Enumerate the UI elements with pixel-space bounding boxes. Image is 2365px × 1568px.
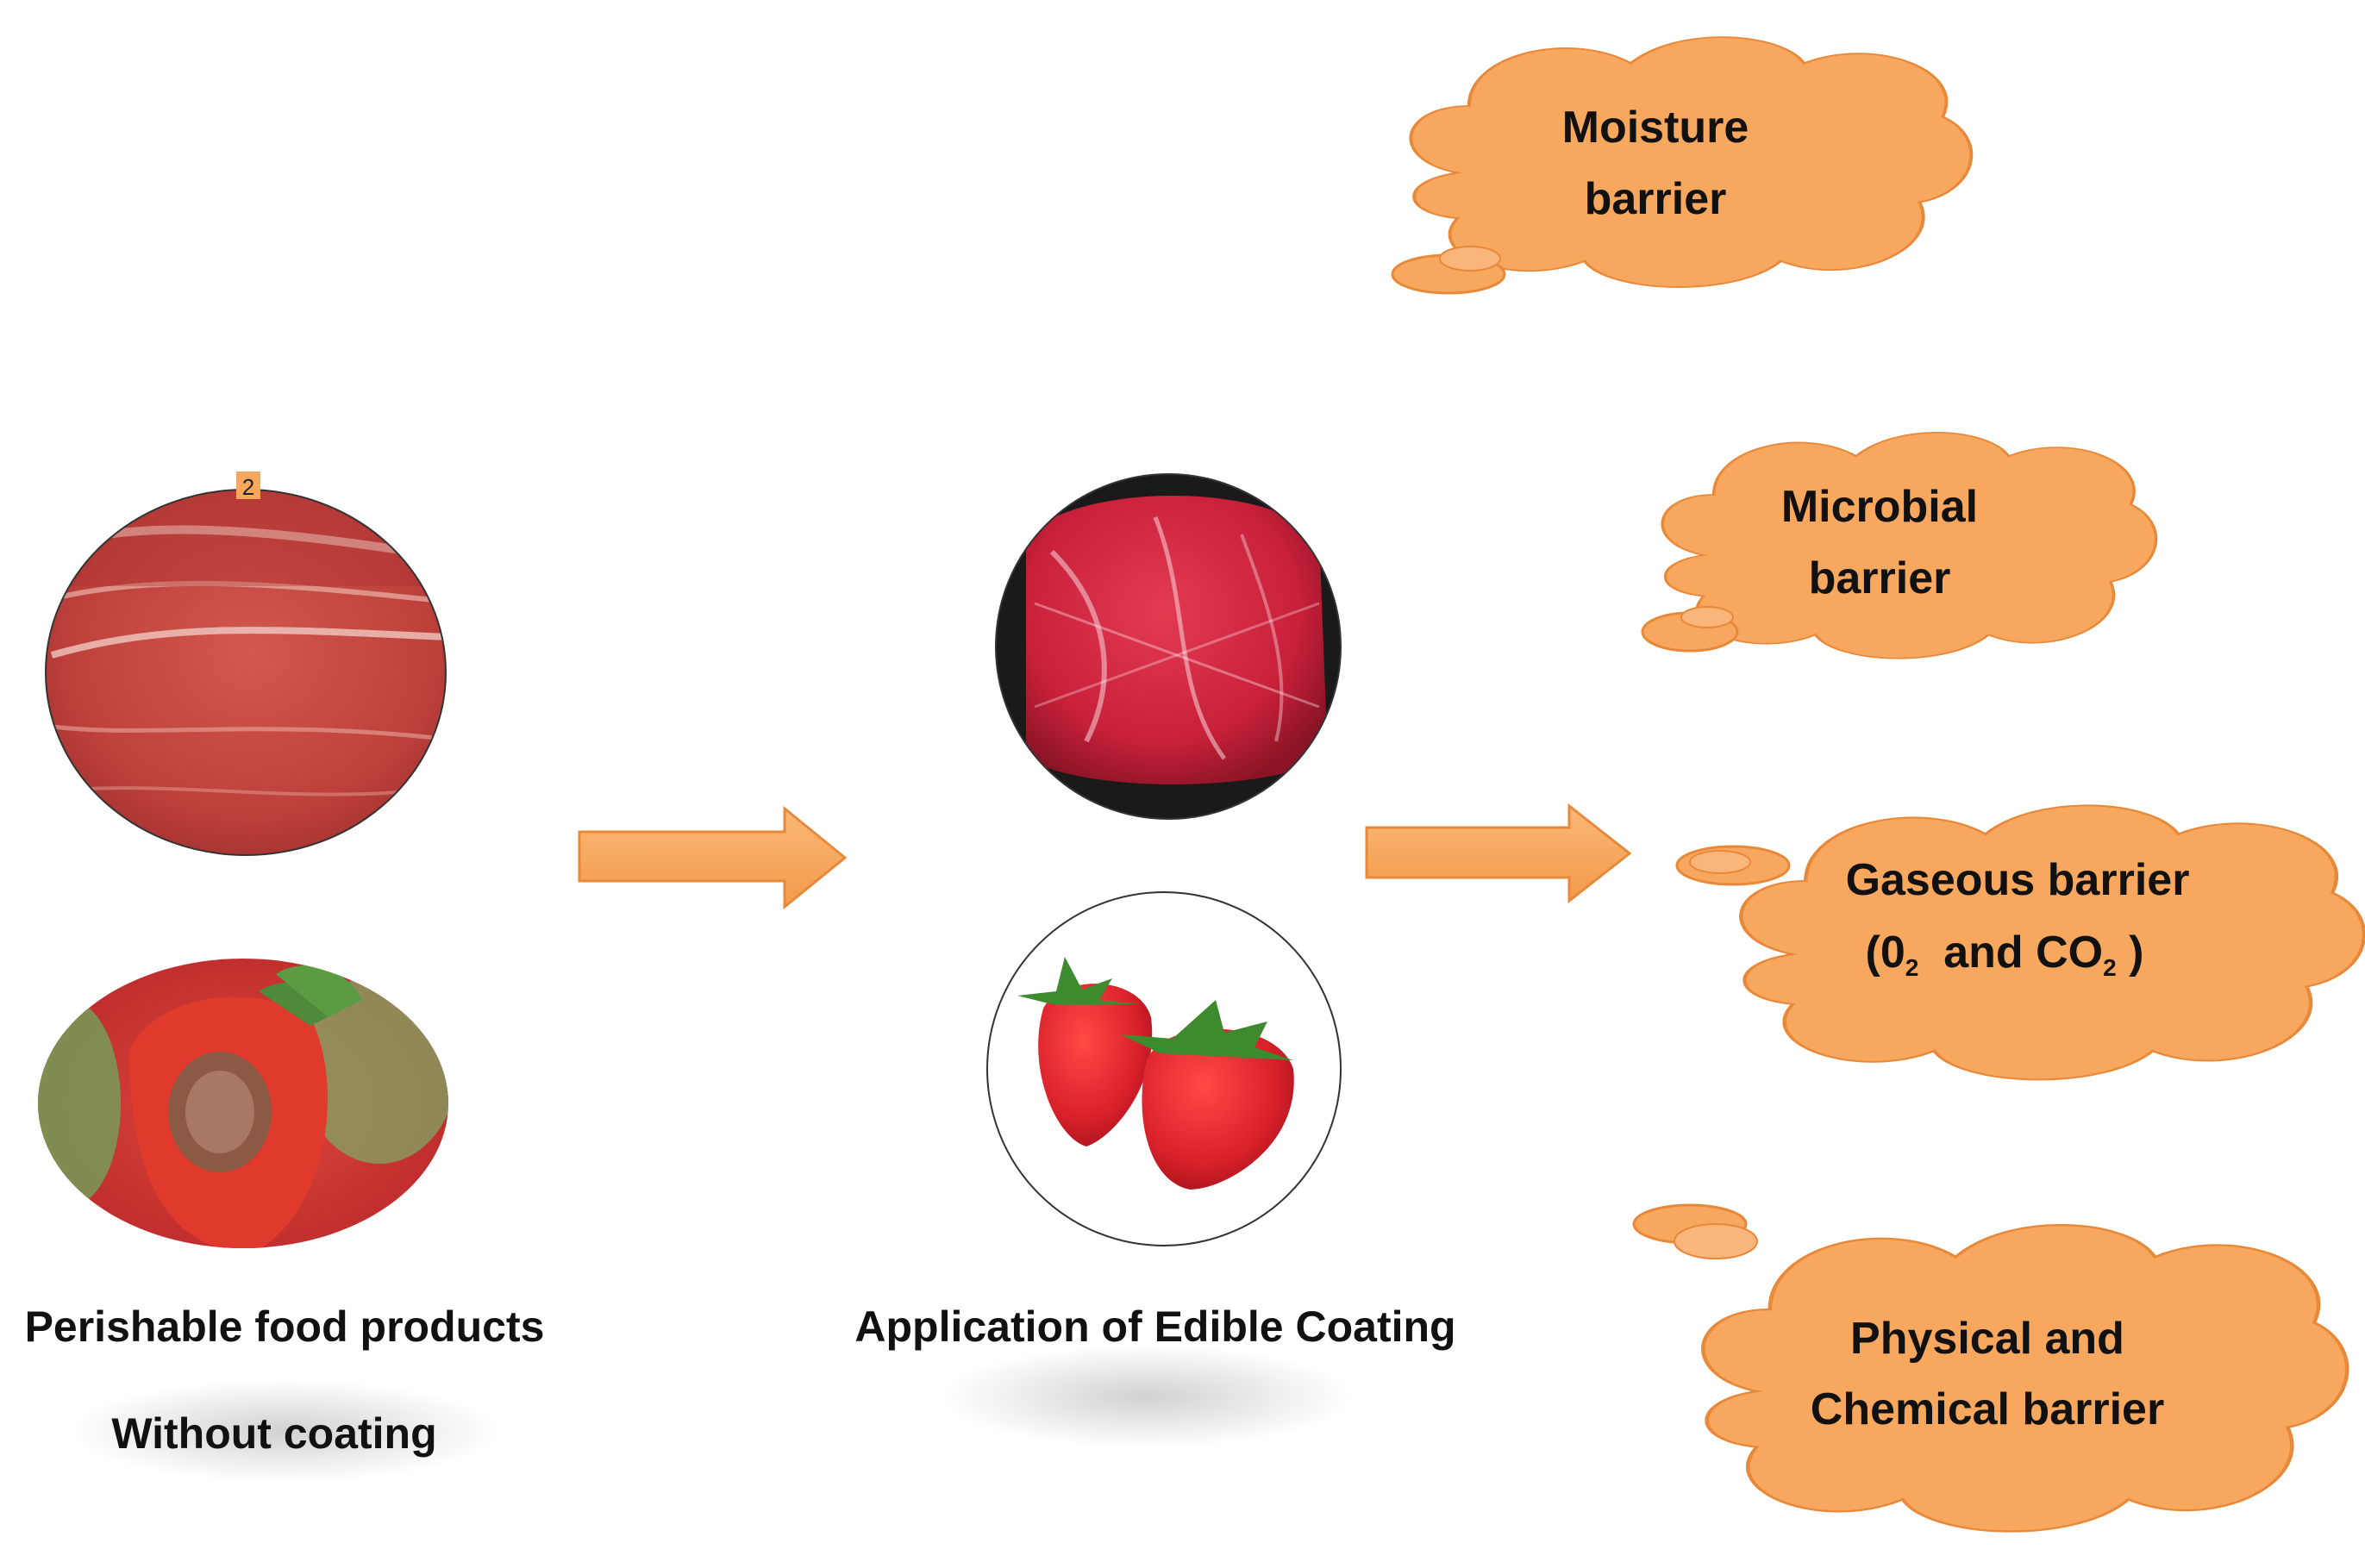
cloud-physical-chemical-barrier <box>1634 1205 2347 1532</box>
left-caption-line2: Without coating <box>111 1409 436 1458</box>
small-tag: 2 <box>242 474 254 500</box>
cloud-microbial-barrier <box>1642 433 2156 659</box>
cloud-gaseous-barrier <box>1677 805 2364 1079</box>
raw-meat-image <box>45 489 447 856</box>
cloud2-line2: barrier <box>1809 553 1951 603</box>
cloud-moisture-barrier <box>1392 37 1971 293</box>
cloud4-line1: Physical and <box>1850 1314 2124 1364</box>
middle-caption: Application of Edible Coating <box>854 1303 1455 1351</box>
caption-shadow-middle <box>940 1345 1354 1448</box>
caption-shadow-left <box>69 1379 500 1483</box>
cloud2-line1: Microbial <box>1781 482 1978 532</box>
cloud3-line2: (02 and CO2 ) <box>1866 928 2144 981</box>
cloud1-line2: barrier <box>1585 174 1727 224</box>
cloud4-line2: Chemical barrier <box>1811 1384 2164 1434</box>
arrow-right-icon <box>1365 803 1632 904</box>
arrow-right-icon <box>578 805 848 910</box>
small-tag-box <box>236 472 260 499</box>
wrapped-meat-image <box>995 473 1342 820</box>
cloud1-line1: Moisture <box>1562 103 1749 153</box>
spoiled-strawberry-image <box>38 959 448 1248</box>
left-caption-line1: Perishable food products <box>25 1303 545 1351</box>
fresh-strawberries-image <box>986 891 1342 1246</box>
cloud3-line1: Gaseous barrier <box>1846 855 2190 905</box>
